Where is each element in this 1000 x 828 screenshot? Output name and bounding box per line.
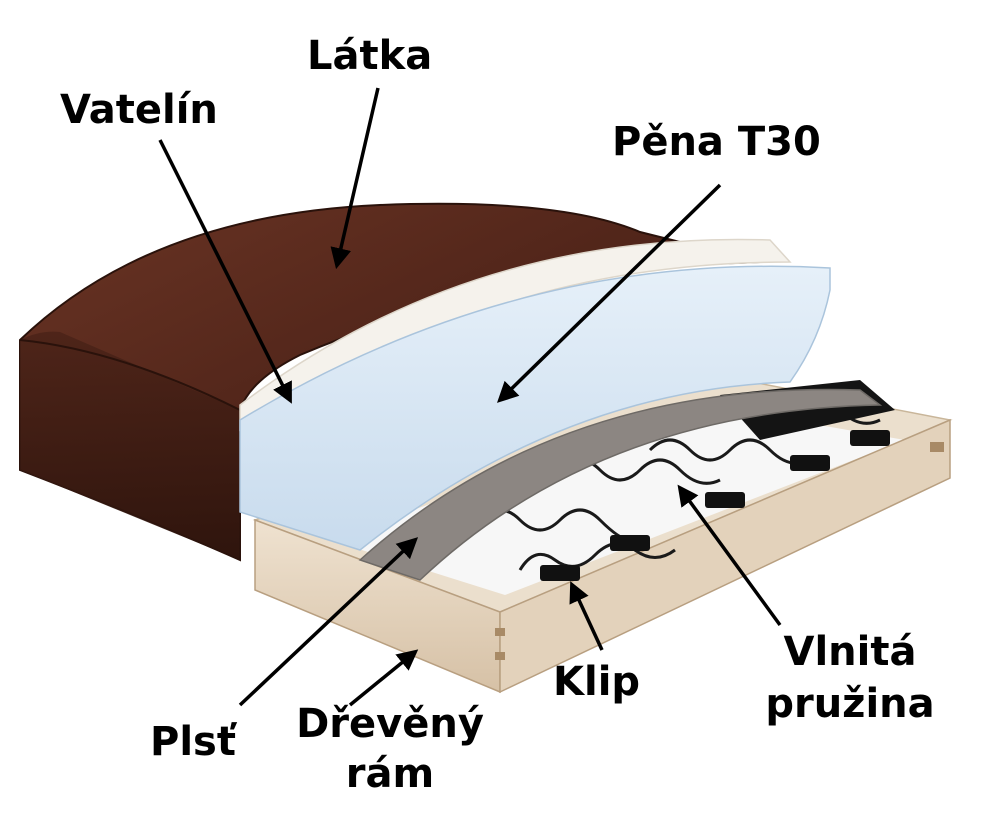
- label-klip: Klip: [553, 659, 641, 705]
- label-vlnita-line2: pružina: [765, 681, 935, 727]
- arrow-vlnita: [677, 484, 782, 627]
- label-drevene-ram-line2: rám: [345, 751, 435, 797]
- arrow-vatelin: [158, 139, 292, 404]
- label-plst: Plsť: [150, 719, 236, 765]
- arrow-latka: [330, 87, 380, 270]
- arrow-plst: [238, 537, 419, 707]
- arrow-drevene-ram: [348, 649, 419, 707]
- label-drevene-ram-line1: Dřevěný: [296, 701, 484, 747]
- arrow-pena: [496, 183, 722, 403]
- label-vlnita-line1: Vlnitá: [783, 629, 917, 675]
- arrow-klip: [569, 581, 604, 651]
- label-vatelin: Vatelín: [60, 87, 218, 133]
- label-pena-t30: Pěna T30: [612, 119, 821, 165]
- pointer-arrows: [158, 87, 782, 707]
- label-latka: Látka: [307, 33, 433, 79]
- felt-layer: [358, 388, 883, 581]
- foam-layer: [239, 265, 831, 551]
